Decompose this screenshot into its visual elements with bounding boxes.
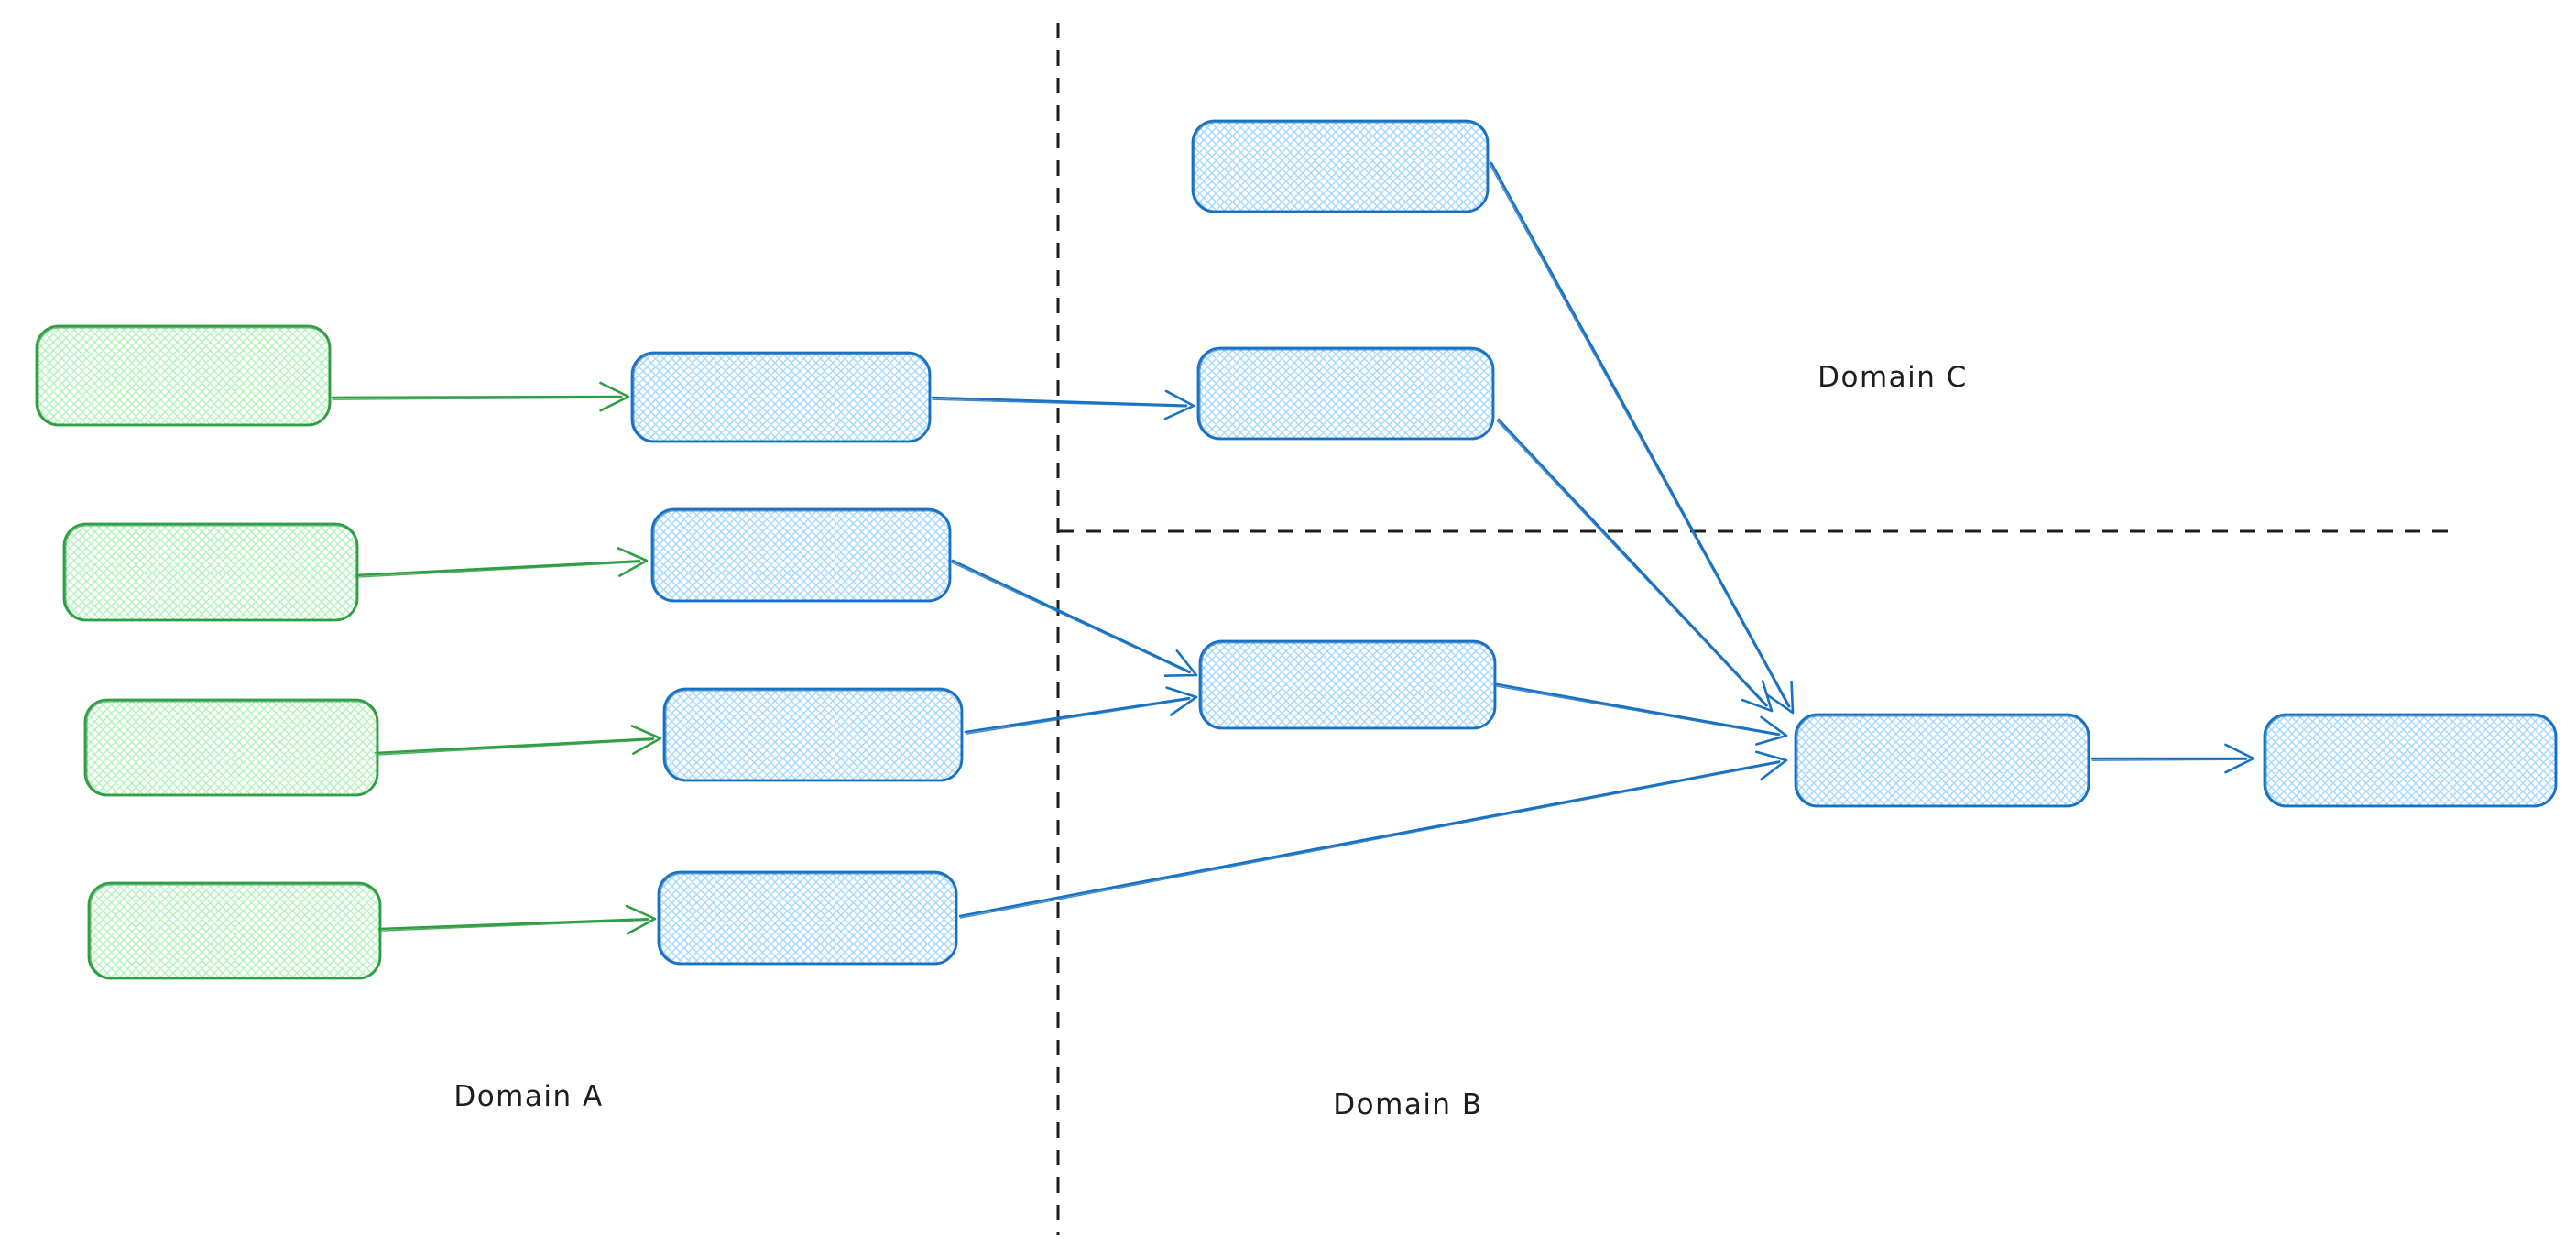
stage-1-to-domain-c-box-2-shaft: [931, 396, 1188, 408]
domain-a-stage-1: [630, 351, 932, 443]
domain-a-stage-2-rect: [650, 507, 952, 603]
domain-b-label: Domain B: [1333, 1088, 1483, 1121]
source-2-to-stage-2-shaft: [354, 560, 641, 577]
domain-b-box-1-to-aggregator-arrowhead: [1755, 715, 1788, 746]
domain-c-box-2: [1196, 346, 1495, 441]
domain-b-output: [2263, 713, 2558, 808]
source-3-to-stage-3-shaft-2: [375, 738, 654, 756]
domain-a-stage-2: [650, 507, 952, 603]
domain-c-box-1: [1191, 119, 1490, 213]
aggregator-to-output: [2090, 743, 2255, 774]
source-1-to-stage-1-shaft-2: [332, 397, 622, 400]
source-1-to-stage-1-arrowhead: [599, 381, 630, 412]
domain-a-stage-4: [657, 870, 958, 966]
source-3-to-stage-3: [374, 725, 662, 756]
domain-b-box-1: [1198, 639, 1497, 730]
source-4-to-stage-4-shaft: [377, 917, 649, 931]
nodes: [35, 119, 2558, 980]
domain-b-aggregator: [1794, 713, 2090, 808]
stage-4-to-aggregator-shaft-2: [959, 762, 1781, 919]
source-3-to-stage-3-shaft: [374, 737, 655, 755]
domain-a-stage-1-rect-2: [633, 354, 930, 442]
domain-a-label: Domain A: [453, 1080, 604, 1113]
domain-a-source-2: [62, 522, 359, 622]
domain-c-box-2-to-aggregator-shaft-2: [1496, 420, 1767, 707]
stage-1-to-domain-c-box-2-shaft-2: [932, 398, 1187, 408]
aggregator-to-output-shaft-2: [2091, 758, 2247, 761]
stage-1-to-domain-c-box-2: [931, 389, 1195, 420]
domain-a-source-3: [83, 698, 379, 797]
source-2-to-stage-2: [354, 547, 649, 578]
domain-c-box-2-to-aggregator: [1496, 418, 1774, 713]
stage-3-to-domain-b-box-1-shaft-2: [965, 698, 1190, 735]
domain-a-source-1-rect: [35, 324, 332, 427]
domain-c-box-1-to-aggregator-arrowhead: [1765, 680, 1795, 715]
domain-a-source-1-rect-2: [38, 327, 330, 425]
stage-2-to-domain-b-box-1-shaft: [951, 559, 1192, 673]
domain-a-source-3-rect-2: [86, 701, 377, 795]
domain-b-box-1-to-aggregator: [1495, 682, 1788, 746]
domain-b-box-1-to-aggregator-shaft: [1495, 682, 1781, 736]
domain-b-box-1-to-aggregator-shaft-2: [1495, 685, 1780, 737]
domain-c-box-1-rect: [1191, 119, 1490, 213]
stage-2-to-domain-b-box-1: [951, 559, 1198, 678]
domain-a-source-4: [87, 881, 382, 980]
domain-a-source-1: [35, 324, 332, 427]
domain-a-source-2-rect-2: [65, 525, 357, 620]
domain-a-source-4-rect: [87, 881, 382, 980]
domain-a-stage-3: [662, 687, 964, 782]
domain-a-source-4-rect-2: [90, 884, 380, 978]
domain-c-box-1-to-aggregator-shaft-2: [1489, 163, 1789, 708]
stage-3-to-domain-b-box-1-arrowhead: [1165, 686, 1198, 716]
stage-2-to-domain-b-box-1-shaft-2: [951, 562, 1190, 674]
domain-a-source-2-rect: [62, 522, 359, 622]
stage-4-to-aggregator-arrowhead: [1754, 750, 1788, 780]
source-1-to-stage-1-shaft: [331, 395, 623, 399]
domain-b-box-1-rect-2: [1201, 642, 1495, 728]
domain-a-stage-2-rect-2: [653, 510, 950, 601]
domain-c-box-2-rect-2: [1199, 349, 1493, 439]
domain-c-box-2-rect: [1196, 346, 1495, 441]
domain-a-stage-4-rect: [657, 870, 958, 966]
source-4-to-stage-4-arrowhead: [625, 904, 657, 935]
source-4-to-stage-4-shaft-2: [378, 919, 649, 932]
source-2-to-stage-2-arrowhead: [617, 547, 649, 577]
source-2-to-stage-2-shaft-2: [355, 561, 640, 578]
domain-c-box-2-to-aggregator-shaft: [1497, 418, 1768, 707]
source-1-to-stage-1: [331, 381, 630, 412]
stage-3-to-domain-b-box-1-shaft: [964, 696, 1191, 734]
stage-1-to-domain-c-box-2-arrowhead: [1163, 389, 1195, 420]
stage-4-to-aggregator: [958, 750, 1788, 919]
domain-a-stage-3-rect-2: [665, 690, 962, 780]
domain-c-box-1-to-aggregator: [1489, 161, 1795, 715]
domain-c-box-2-to-aggregator-arrowhead: [1741, 680, 1774, 713]
domain-a-source-3-rect: [83, 698, 379, 797]
aggregator-to-output-arrowhead: [2224, 743, 2255, 774]
edges: [331, 161, 2255, 935]
domain-a-stage-4-rect-2: [660, 873, 956, 964]
region-dividers: [1056, 23, 2455, 1235]
domain-b-aggregator-rect-2: [1796, 715, 2089, 806]
stage-3-to-domain-b-box-1: [964, 686, 1198, 735]
domain-a-stage-1-rect: [630, 351, 932, 443]
domain-c-label: Domain C: [1817, 361, 1968, 394]
stage-4-to-aggregator-shaft: [958, 760, 1781, 918]
domain-c-box-1-to-aggregator-shaft: [1490, 161, 1791, 708]
source-3-to-stage-3-arrowhead: [630, 725, 662, 755]
stage-2-to-domain-b-box-1-arrowhead: [1163, 649, 1198, 678]
domain-b-output-rect-2: [2265, 715, 2556, 806]
source-4-to-stage-4: [377, 904, 657, 935]
domain-a-stage-3-rect: [662, 687, 964, 782]
domain-b-box-1-rect: [1198, 639, 1497, 730]
domain-c-box-1-rect-2: [1194, 122, 1488, 212]
domain-b-aggregator-rect: [1794, 713, 2090, 808]
domain-b-output-rect: [2263, 713, 2558, 808]
